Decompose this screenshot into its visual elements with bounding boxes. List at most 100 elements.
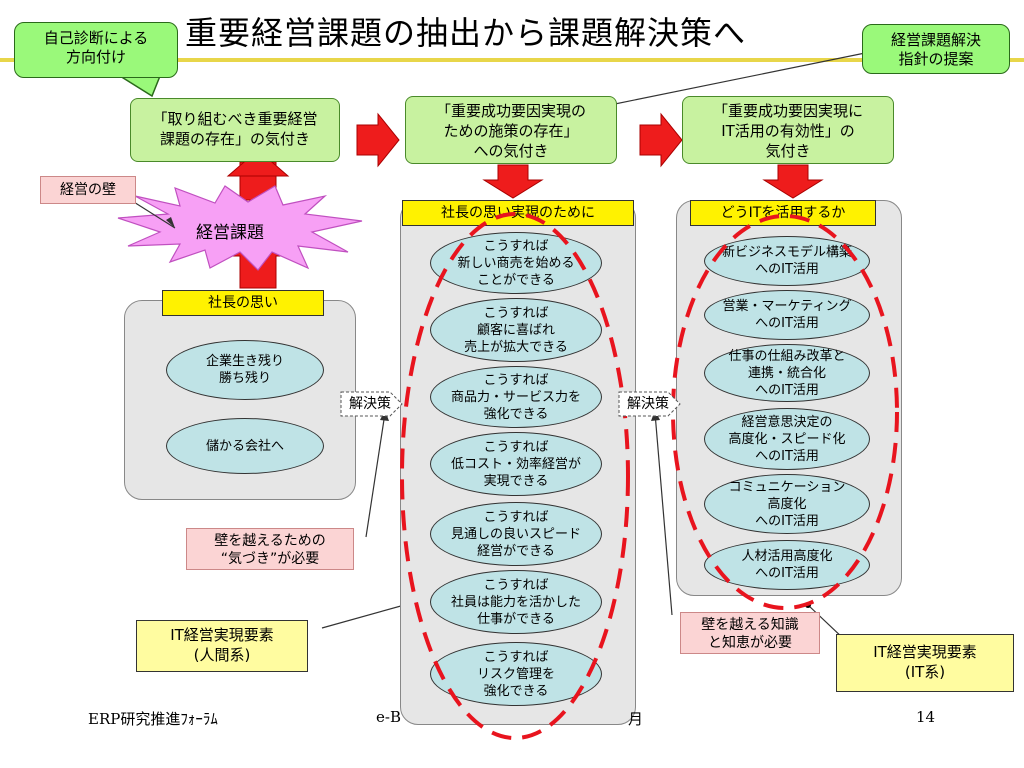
it-item-3-line1: 仕事の仕組み改革と — [728, 348, 846, 364]
burst-shape — [117, 185, 363, 271]
element-it-line1: IT経営実現要素 — [873, 643, 977, 661]
note-knowledge-line2: と知恵が必要 — [708, 635, 792, 651]
footer-left: ERP研究推進ﾌｫｰﾗﾑ — [88, 710, 218, 728]
element-human: IT経営実現要素 (人間系) — [136, 620, 308, 672]
realize-item-7-line1: こうすれば — [483, 649, 549, 665]
burst-label: 経営課題 — [196, 223, 264, 243]
note-knowledge-line1: 壁を越える知識 — [701, 617, 799, 633]
it-item-6-line1: 人材活用高度化 — [741, 549, 833, 564]
human-elements-dashed-oval — [400, 212, 630, 740]
president-header: 社長の思い — [162, 290, 324, 316]
realize-item-5-line3: 経営ができる — [477, 543, 555, 559]
stage-3-line1: 「重要成功要因実現に — [712, 102, 863, 120]
realize-item-3-line2: 商品力・サービス力を — [450, 389, 581, 405]
solution-label-2: 解決策 — [627, 396, 669, 412]
element-human-line2: (人間系) — [193, 646, 251, 664]
title-underline — [0, 58, 1024, 62]
it-item-3-line3: へのIT活用 — [755, 382, 819, 398]
solution-arrow-2: 解決策 — [618, 388, 682, 420]
it-item-5-line1: コミュニケーション — [728, 479, 846, 495]
realize-item-5-line2: 見通しの良いスピード — [450, 526, 581, 542]
realize-item-4-line3: 実現できる — [483, 473, 549, 489]
solution-label-1: 解決策 — [349, 396, 391, 412]
it-item-4: 経営意思決定の高度化・スピード化へのIT活用 — [704, 408, 870, 470]
stage-3: 「重要成功要因実現に IT活用の有効性」の 気付き — [682, 96, 894, 164]
realize-item-6-line1: こうすれば — [483, 577, 549, 593]
up-arrow-upper-head — [226, 149, 290, 177]
realize-item-4-line1: こうすれば — [483, 439, 549, 455]
stage-3-line3: 気付き — [765, 142, 811, 160]
realize-item-3-line1: こうすれば — [483, 372, 549, 388]
element-human-line1: IT経営実現要素 — [170, 626, 274, 644]
it-item-5: コミュニケーション高度化へのIT活用 — [704, 474, 870, 534]
it-item-4-line2: 高度化・スピード化 — [728, 431, 846, 447]
realize-item-7-line3: 強化できる — [483, 683, 549, 699]
wall-label: 経営の壁 — [40, 176, 136, 204]
president-item-1-line2: 勝ち残り — [218, 371, 271, 386]
realize-item-1-line2: 新しい商売を始める — [457, 255, 575, 271]
down-arrow-right — [762, 164, 824, 199]
realize-item-2-line1: こうすれば — [483, 305, 549, 321]
it-item-5-line3: へのIT活用 — [755, 513, 819, 529]
realize-item-6-line3: 仕事ができる — [477, 611, 555, 627]
it-item-2-line2: へのIT活用 — [755, 316, 819, 331]
stage-2-line1: 「重要成功要因実現の — [435, 102, 586, 120]
callout-guideline: 経営課題解決 指針の提案 — [862, 24, 1010, 74]
realize-item-5-line1: こうすれば — [483, 509, 549, 525]
it-item-1: 新ビジネスモデル構築へのIT活用 — [704, 236, 870, 286]
president-item-1-line1: 企業生き残り — [205, 354, 284, 369]
stage-1-line2: 課題の存在」の気付き — [159, 130, 310, 148]
realize-item-1: こうすれば新しい商売を始めることができる — [430, 232, 602, 294]
stage-arrow-1 — [356, 112, 400, 168]
page-number: 14 — [916, 708, 936, 726]
it-item-2-line1: 営業・マーケティング — [722, 299, 852, 314]
callout-guideline-line2: 指針の提案 — [898, 50, 974, 68]
realize-item-7: こうすればリスク管理を強化できる — [430, 642, 602, 706]
realize-item-2-line3: 売上が拡大できる — [464, 339, 568, 355]
callout-pointer-right — [609, 51, 871, 106]
it-item-3: 仕事の仕組み改革と連携・統合化へのIT活用 — [704, 344, 870, 402]
page-title: 重要経営課題の抽出から課題解決策へ — [185, 14, 747, 52]
solution-arrow-1: 解決策 — [340, 388, 404, 420]
realize-item-3-line3: 強化できる — [483, 406, 549, 422]
it-item-1-line1: 新ビジネスモデル構築 — [721, 245, 852, 260]
realize-header: 社長の思い実現のために — [402, 200, 634, 226]
realize-item-1-line3: ことができる — [477, 272, 555, 288]
awareness-pointer-1 — [365, 412, 386, 538]
callout-self-diagnosis-line1: 自己診断による — [43, 29, 149, 47]
callout-self-diagnosis-line2: 方向付け — [65, 48, 126, 66]
realize-item-4: こうすれば低コスト・効率経営が実現できる — [430, 432, 602, 496]
president-item-1: 企業生き残り 勝ち残り — [166, 340, 324, 400]
it-item-2: 営業・マーケティングへのIT活用 — [704, 290, 870, 340]
note-awareness: 壁を越えるための “気づき”が必要 — [186, 528, 354, 570]
stage-2-line3: への気付き — [473, 142, 549, 160]
it-item-3-line2: 連携・統合化 — [747, 365, 826, 381]
stage-3-line2: IT活用の有効性」の — [721, 122, 855, 140]
awareness-pointer-2 — [654, 412, 673, 616]
it-elements-dashed-oval — [671, 214, 899, 610]
stage-1: 「取り組むべき重要経営 課題の存在」の気付き — [130, 98, 340, 162]
realize-item-5: こうすれば見通しの良いスピード経営ができる — [430, 502, 602, 566]
stage-1-line1: 「取り組むべき重要経営 — [152, 110, 318, 128]
realize-item-6: こうすれば社員は能力を活かした仕事ができる — [430, 570, 602, 634]
note-awareness-line1: 壁を越えるための — [214, 533, 326, 549]
it-item-6: 人材活用高度化へのIT活用 — [704, 540, 870, 590]
element-it: IT経営実現要素 (IT系) — [836, 634, 1014, 692]
callout-guideline-line1: 経営課題解決 — [890, 31, 981, 49]
realize-item-1-line1: こうすれば — [483, 238, 549, 254]
realize-item-7-line2: リスク管理を — [476, 666, 555, 682]
realize-item-2: こうすれば顧客に喜ばれ売上が拡大できる — [430, 298, 602, 362]
realize-item-2-line2: 顧客に喜ばれ — [476, 322, 555, 338]
president-item-2: 儲かる会社へ — [166, 418, 324, 474]
it-item-6-line2: へのIT活用 — [755, 566, 819, 581]
footer-center: e-B — [376, 708, 401, 726]
note-awareness-line2: “気づき”が必要 — [220, 551, 320, 567]
it-item-4-line3: へのIT活用 — [755, 448, 819, 464]
it-item-1-line2: へのIT活用 — [755, 262, 819, 277]
realize-item-6-line2: 社員は能力を活かした — [450, 594, 581, 610]
human-pointer — [321, 603, 409, 629]
it-item-4-line1: 経営意思決定の — [741, 414, 833, 430]
it-header: どうITを活用するか — [690, 200, 876, 226]
